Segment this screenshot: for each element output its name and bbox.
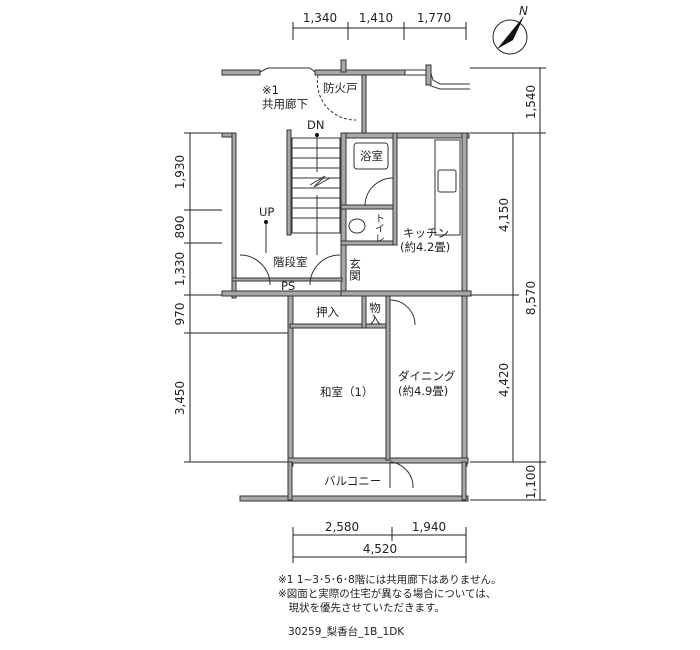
label-fire-door: 防火戸 bbox=[323, 81, 358, 95]
label-up: UP bbox=[259, 205, 274, 219]
compass-label: N bbox=[519, 4, 528, 18]
right-dimension: 4,150 4,420 1,540 8,570 1,100 bbox=[466, 67, 546, 501]
label-corridor: 共用廊下 bbox=[262, 97, 308, 111]
label-storage: 物入 bbox=[368, 301, 382, 325]
dim-bottom-total: 4,520 bbox=[363, 542, 397, 556]
dim-left-4: 970 bbox=[173, 303, 187, 326]
label-closet: 押入 bbox=[316, 305, 339, 319]
walls bbox=[221, 59, 472, 502]
label-ps: PS bbox=[281, 279, 295, 293]
dim-left-2: 890 bbox=[173, 216, 187, 239]
dim-left-5: 3,450 bbox=[173, 381, 187, 415]
room-labels: ※1 共用廊下 防火戸 DN UP 浴室 トイレ キッチン (約4.2畳) 階段… bbox=[259, 81, 456, 488]
label-kitchen-size: (約4.2畳) bbox=[400, 240, 450, 254]
dim-left-1: 1,930 bbox=[173, 155, 187, 189]
label-kitchen: キッチン bbox=[403, 226, 449, 240]
dim-right-outer-2: 8,570 bbox=[524, 281, 538, 315]
sink-icon bbox=[437, 169, 457, 193]
label-entrance: 玄関 bbox=[348, 257, 362, 281]
label-dining-size: (約4.9畳) bbox=[398, 384, 448, 398]
dim-top-2: 1,410 bbox=[359, 11, 393, 25]
north-compass-icon: N bbox=[492, 4, 528, 55]
note-3: 現状を優先させていただきます。 bbox=[278, 601, 445, 614]
plan-caption: 30259_梨香台_1B_1DK bbox=[288, 625, 405, 638]
label-toilet: トイレ bbox=[373, 213, 385, 243]
dim-top-3: 1,770 bbox=[417, 11, 451, 25]
stair-break-icon bbox=[309, 175, 331, 188]
bottom-dimension: 2,580 1,940 4,520 bbox=[292, 520, 467, 563]
label-bath: 浴室 bbox=[360, 149, 383, 163]
dim-right-inner-1: 4,150 bbox=[497, 198, 511, 232]
dim-right-outer-1: 1,540 bbox=[524, 85, 538, 119]
doors bbox=[239, 74, 416, 489]
toilet-icon bbox=[348, 218, 366, 234]
dim-bottom-2: 1,940 bbox=[412, 520, 446, 534]
label-dn: DN bbox=[307, 118, 324, 132]
left-dimension: 1,930 890 1,330 970 3,450 bbox=[173, 132, 292, 463]
label-washitsu: 和室（1） bbox=[320, 385, 373, 399]
note-1: ※1 1~3･5･6･8階には共用廊下はありません。 bbox=[278, 573, 501, 586]
dim-left-3: 1,330 bbox=[173, 252, 187, 286]
note-2: ※図面と実際の住宅が異なる場合については、 bbox=[278, 587, 496, 600]
dim-right-outer-3: 1,100 bbox=[524, 465, 538, 499]
top-dimension: 1,340 1,410 1,770 bbox=[292, 11, 467, 40]
label-balcony: バルコニー bbox=[324, 474, 381, 488]
bathtub-icon bbox=[353, 142, 389, 170]
dim-top-1: 1,340 bbox=[303, 11, 337, 25]
dim-right-inner-2: 4,420 bbox=[497, 363, 511, 397]
label-stairwell: 階段室 bbox=[273, 255, 308, 269]
label-dining: ダイニング bbox=[398, 369, 456, 383]
note-mark: ※1 bbox=[262, 83, 279, 97]
notes: ※1 1~3･5･6･8階には共用廊下はありません。 ※図面と実際の住宅が異なる… bbox=[278, 573, 501, 638]
dim-bottom-1: 2,580 bbox=[325, 520, 359, 534]
fixtures bbox=[264, 133, 461, 255]
